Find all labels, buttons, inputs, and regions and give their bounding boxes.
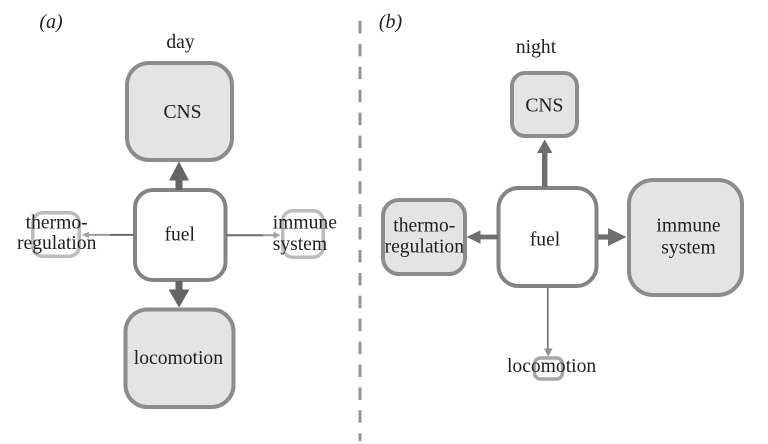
svg-text:regulation: regulation: [17, 233, 97, 254]
svg-text:locomotion: locomotion: [134, 348, 223, 369]
svg-text:regulation: regulation: [385, 236, 465, 257]
svg-text:locomotion: locomotion: [507, 356, 596, 377]
svg-text:system: system: [273, 234, 327, 255]
svg-text:immune: immune: [656, 216, 721, 237]
svg-text:thermo-: thermo-: [393, 215, 455, 236]
svg-text:(a): (a): [39, 11, 63, 33]
svg-text:immune: immune: [273, 213, 338, 234]
svg-text:system: system: [661, 238, 715, 259]
svg-text:fuel: fuel: [164, 224, 195, 245]
svg-text:fuel: fuel: [530, 230, 561, 251]
svg-text:CNS: CNS: [525, 96, 563, 117]
svg-text:CNS: CNS: [163, 102, 201, 123]
svg-text:night: night: [516, 37, 557, 58]
svg-text:(b): (b): [379, 11, 403, 33]
svg-text:day: day: [166, 32, 194, 53]
svg-text:thermo-: thermo-: [26, 212, 88, 233]
